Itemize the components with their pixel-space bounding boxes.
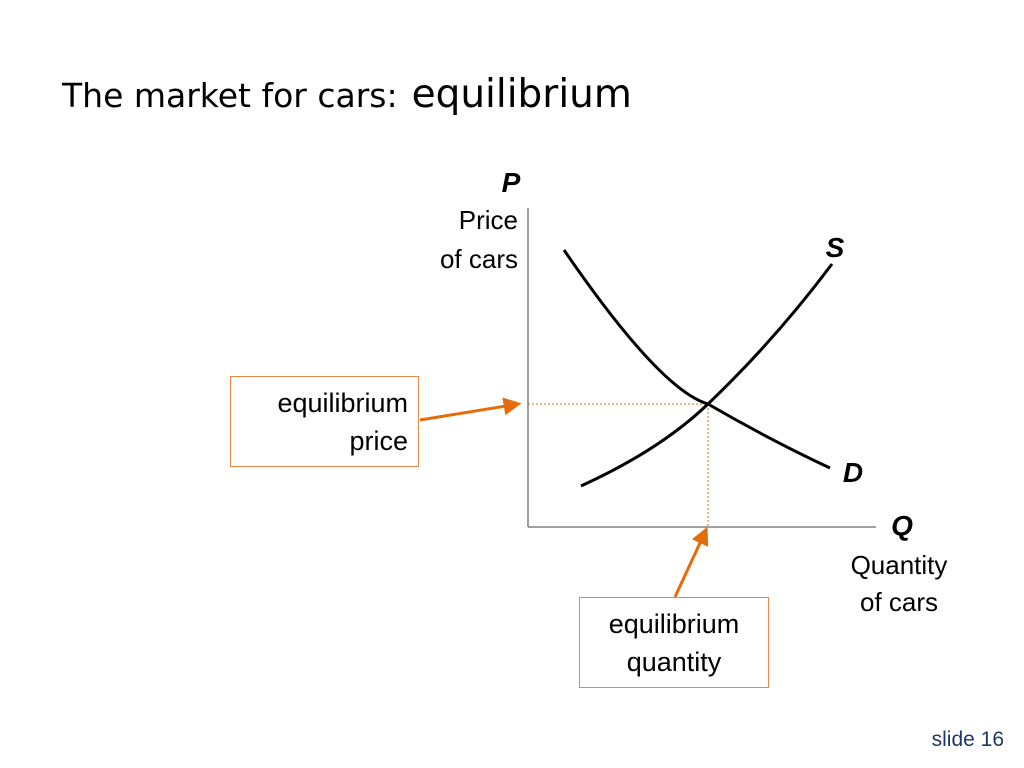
title-accent-text: equilibrium <box>411 72 632 117</box>
price-box-line2: price <box>349 426 408 456</box>
x-axis-caption-line1: Quantity <box>851 550 948 580</box>
equilibrium-quantity-box: equilibrium quantity <box>579 597 769 688</box>
demand-curve <box>562 249 831 470</box>
demand-label: D <box>843 457 863 488</box>
x-axis-letter: Q <box>891 510 913 541</box>
slide-number: slide 16 <box>931 728 1004 751</box>
quantity-box-line2: quantity <box>626 647 722 677</box>
y-axis-letter: P <box>502 167 521 198</box>
quantity-arrow <box>673 526 709 598</box>
y-axis-caption-line1: Price <box>459 205 518 235</box>
supply-label: S <box>826 232 845 263</box>
title-text: The market for cars: <box>62 76 398 115</box>
price-arrow <box>419 397 522 422</box>
supply-curve <box>580 263 834 488</box>
price-box-line1: equilibrium <box>277 388 408 418</box>
slide-title: The market for cars: equilibrium <box>62 72 632 117</box>
y-axis-caption-line2: of cars <box>440 244 518 274</box>
x-axis-caption-line2: of cars <box>860 587 938 617</box>
equilibrium-price-box: equilibrium price <box>230 376 419 467</box>
quantity-box-line1: equilibrium <box>608 609 740 639</box>
